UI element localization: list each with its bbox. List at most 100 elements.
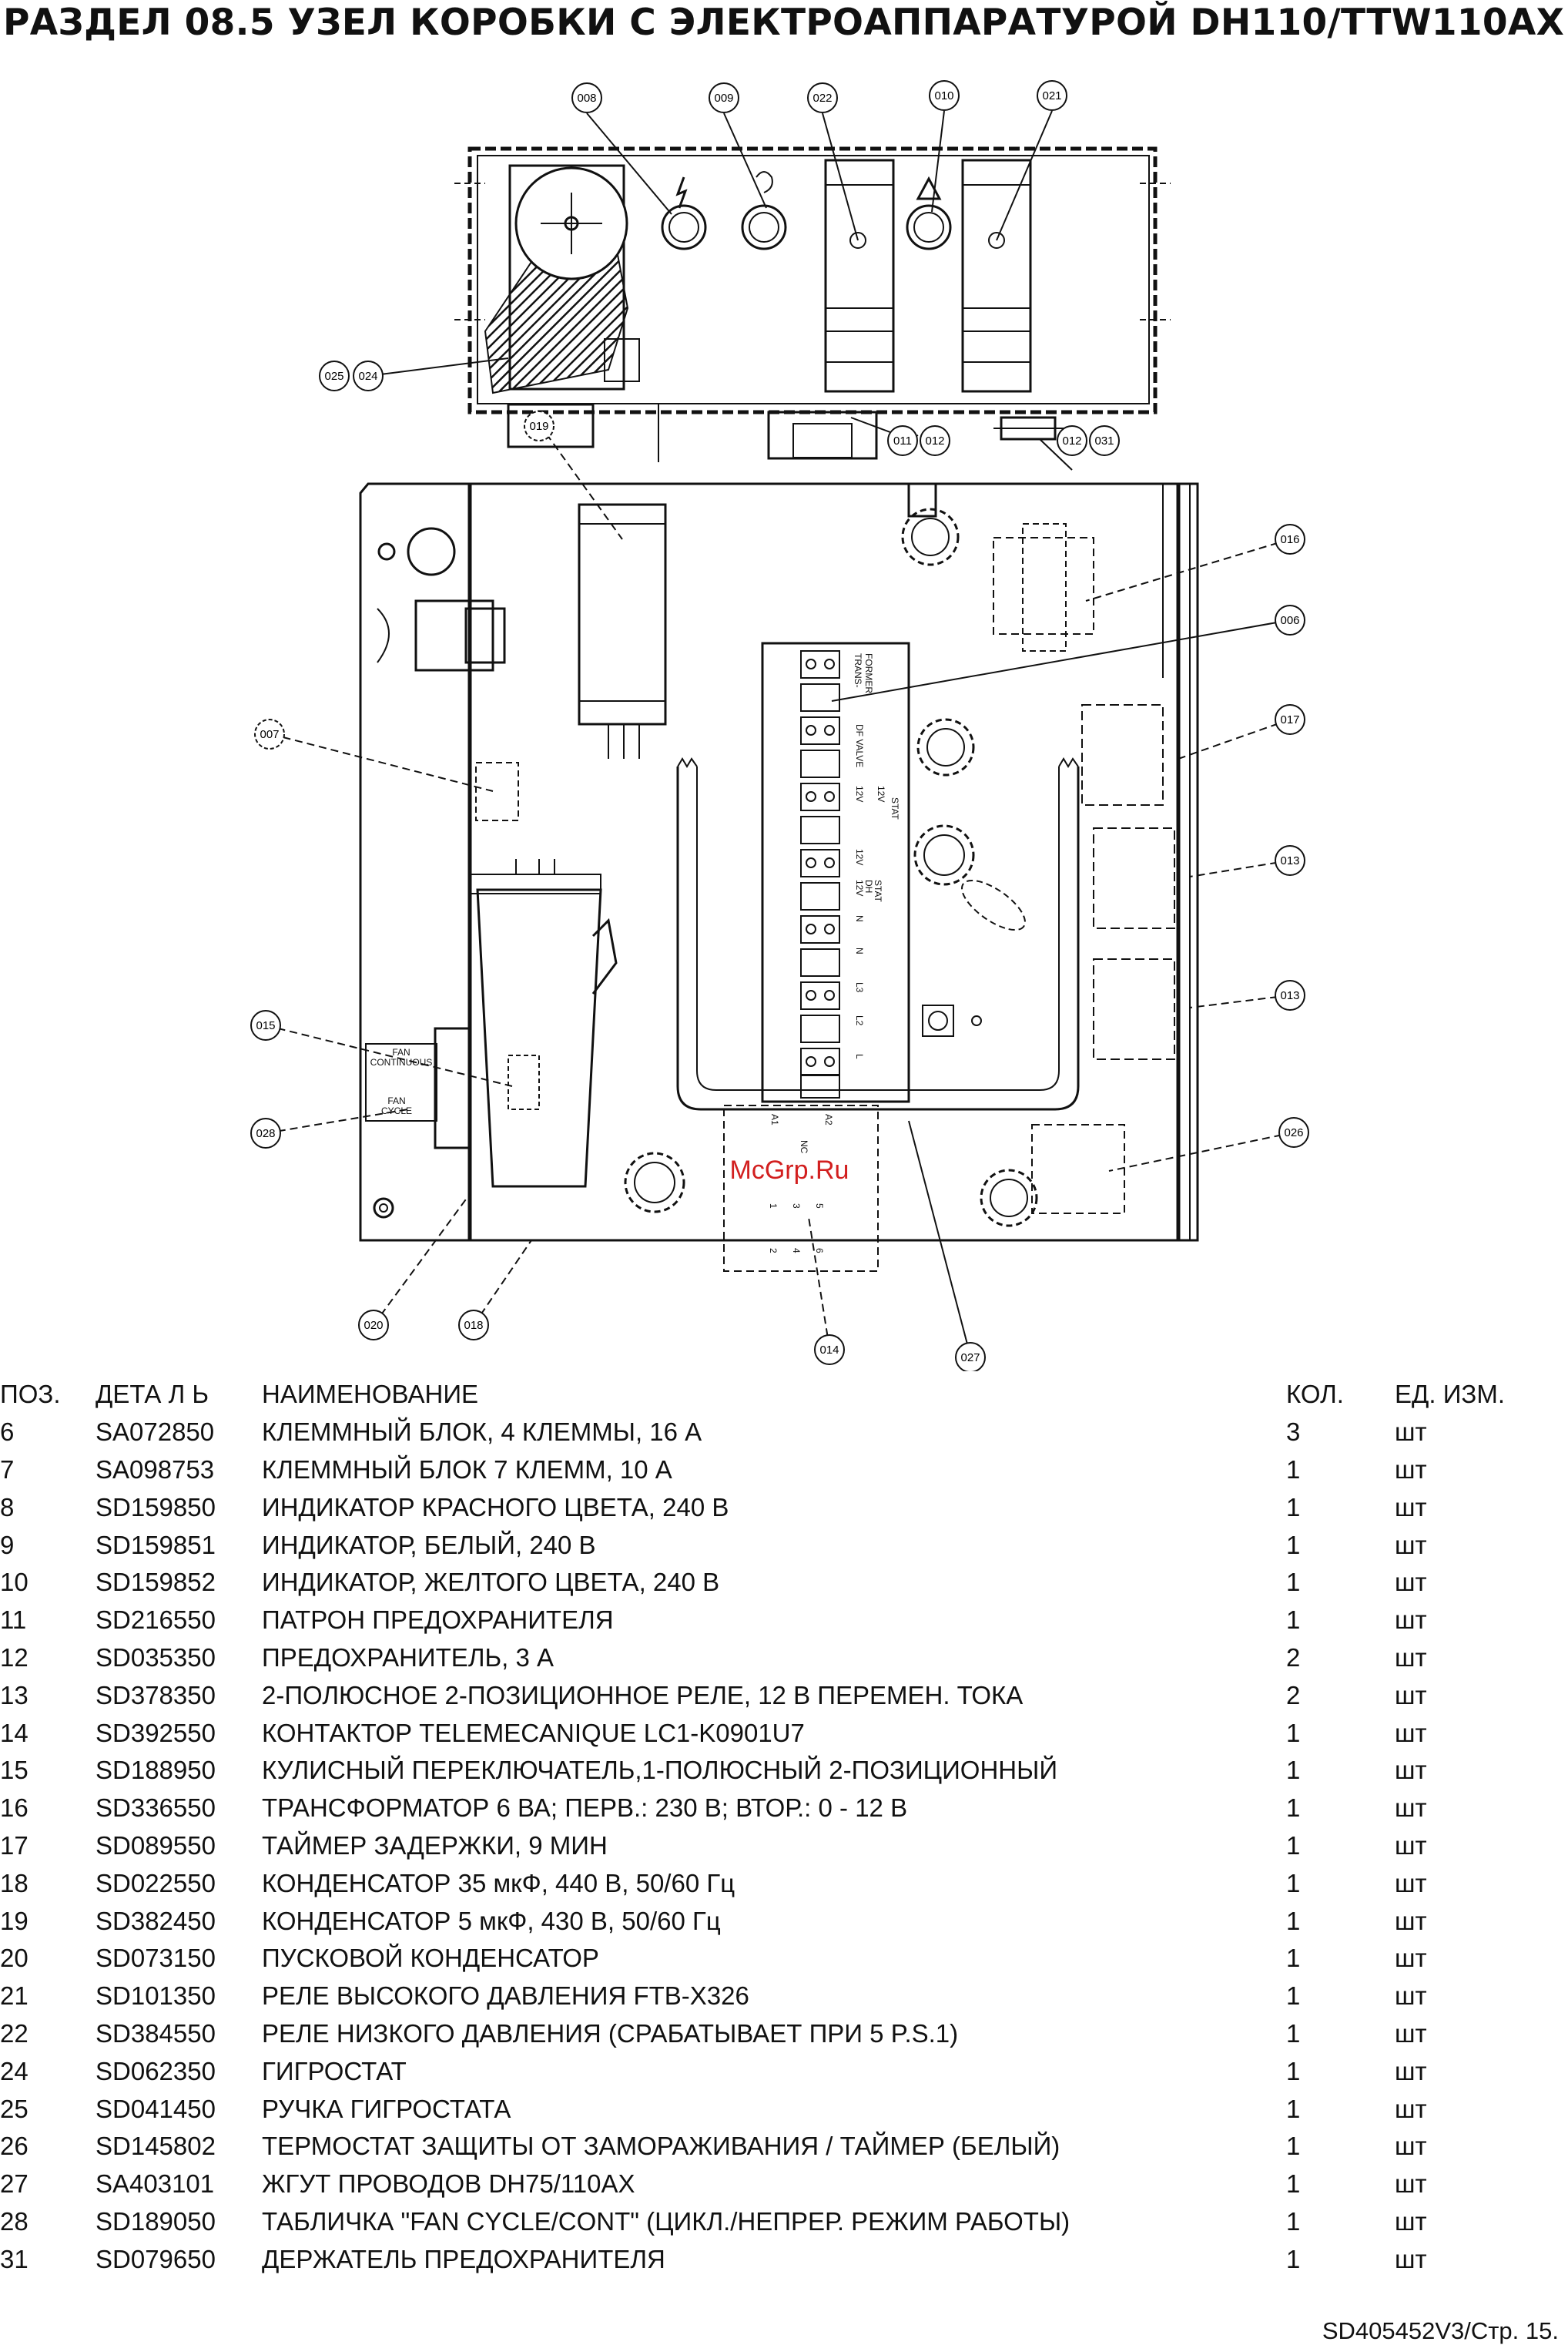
svg-text:4: 4	[791, 1248, 802, 1253]
header-qty: КОЛ.	[1286, 1380, 1344, 1409]
cell-pos: 8	[0, 1492, 15, 1521]
cell-part: SD079650	[95, 2244, 216, 2273]
cell-part: SD022550	[95, 1868, 216, 1897]
cell-pos: 17	[0, 1830, 28, 1860]
svg-text:011: 011	[893, 434, 912, 448]
cell-name: ИНДИКАТОР, ЖЕЛТОГО ЦВЕТА, 240 В	[262, 1568, 720, 1597]
svg-text:008: 008	[577, 92, 596, 105]
cell-name: КУЛИСНЫЙ ПЕРЕКЛЮЧАТЕЛЬ,1-ПОЛЮСНЫЙ 2-ПОЗИ…	[262, 1756, 1058, 1785]
callout-013-b: 013	[1275, 980, 1305, 1011]
svg-text:012: 012	[1062, 434, 1081, 448]
cell-part: SD216550	[95, 1605, 216, 1635]
cell-name: КОНТАКТОР TELEMECANIQUE LC1-K0901U7	[262, 1718, 805, 1747]
callout-015: 015	[250, 1010, 281, 1041]
svg-text:N: N	[854, 948, 865, 954]
cell-pos: 12	[0, 1642, 28, 1672]
callout-006: 006	[1275, 605, 1305, 636]
callout-020: 020	[358, 1310, 389, 1340]
cell-name: ПАТРОН ПРЕДОХРАНИТЕЛЯ	[262, 1605, 614, 1635]
cell-pos: 28	[0, 2206, 28, 2236]
cell-unit: шт	[1395, 2132, 1427, 2161]
cell-name: КЛЕММНЫЙ БЛОК, 4 КЛЕММЫ, 16 А	[262, 1417, 702, 1447]
cell-part: SD035350	[95, 1642, 216, 1672]
svg-text:12V: 12V	[854, 849, 865, 865]
callout-019: 019	[524, 411, 554, 441]
svg-text:5: 5	[814, 1203, 825, 1209]
svg-text:12V: 12V	[876, 786, 886, 802]
callouts: 008 009 022 010 021 025 024 019	[250, 80, 1309, 1371]
cell-part: SD189050	[95, 2206, 216, 2236]
cell-pos: 7	[0, 1454, 15, 1484]
cell-name: РЕЛЕ НИЗКОГО ДАВЛЕНИЯ (СРАБАТЫВАЕТ ПРИ 5…	[262, 2018, 959, 2048]
cell-name: ТРАНСФОРМАТОР 6 ВА; ПЕРВ.: 230 В; ВТОР.:…	[262, 1793, 908, 1823]
cell-unit: шт	[1395, 2206, 1427, 2236]
svg-text:A2: A2	[823, 1114, 834, 1126]
table-header-row: ПОЗ. ДЕТА Л Ь НАИМЕНОВАНИЕ КОЛ. ЕД. ИЗМ.	[0, 1376, 1568, 1414]
cell-qty: 1	[1286, 2206, 1301, 2236]
header-part: ДЕТА Л Ь	[95, 1380, 209, 1409]
cell-unit: шт	[1395, 1454, 1427, 1484]
svg-text:010: 010	[934, 89, 953, 102]
cell-qty: 1	[1286, 1605, 1301, 1635]
cell-qty: 3	[1286, 1417, 1301, 1447]
svg-text:FAN: FAN	[387, 1095, 405, 1106]
cell-unit: шт	[1395, 1944, 1427, 1973]
relay-2	[1093, 958, 1175, 1060]
svg-text:2: 2	[768, 1248, 779, 1253]
cell-unit: шт	[1395, 1680, 1427, 1709]
cell-unit: шт	[1395, 1756, 1427, 1785]
svg-text:027: 027	[960, 1351, 980, 1364]
red-indicator	[661, 204, 707, 250]
cell-qty: 1	[1286, 1568, 1301, 1597]
header-unit: ЕД. ИЗМ.	[1395, 1380, 1506, 1409]
svg-text:019: 019	[529, 420, 548, 433]
callout-027: 027	[955, 1342, 986, 1371]
callout-031: 031	[1089, 425, 1120, 456]
cell-part: SD159852	[95, 1568, 216, 1597]
svg-text:009: 009	[714, 92, 733, 105]
cell-pos: 9	[0, 1530, 15, 1559]
mounting-plate	[359, 482, 1199, 1272]
svg-text:STAT: STAT	[873, 880, 883, 903]
delay-timer	[1081, 704, 1164, 806]
svg-text:NC: NC	[799, 1140, 809, 1154]
cell-name: ПРЕДОХРАНИТЕЛЬ, 3 А	[262, 1642, 554, 1672]
cell-qty: 1	[1286, 2018, 1301, 2048]
cell-pos: 31	[0, 2244, 28, 2273]
terminal-block	[761, 642, 910, 1103]
transformer	[993, 537, 1094, 635]
callout-022: 022	[807, 82, 838, 113]
cell-pos: 20	[0, 1944, 28, 1973]
svg-text:022: 022	[812, 92, 832, 105]
cell-name: КЛЕММНЫЙ БЛОК 7 КЛЕММ, 10 А	[262, 1454, 672, 1484]
cell-pos: 25	[0, 2094, 28, 2123]
callout-012-b: 012	[1057, 425, 1087, 456]
cell-name: РУЧКА ГИГРОСТАТА	[262, 2094, 511, 2123]
yellow-indicator	[906, 204, 952, 250]
page-title: РАЗДЕЛ 08.5 УЗЕЛ КОРОБКИ С ЭЛЕКТРОАППАРА…	[3, 2, 1565, 44]
svg-text:6: 6	[814, 1248, 825, 1253]
callout-021: 021	[1037, 80, 1067, 111]
table-row: 28 SD189050 ТАБЛИЧКА "FAN CYCLE/CONT" (ЦИК…	[0, 2203, 1568, 2241]
svg-text:012: 012	[925, 434, 944, 448]
cell-pos: 11	[0, 1605, 27, 1635]
cell-pos: 16	[0, 1793, 28, 1823]
cell-name: ТАБЛИЧКА "FAN CYCLE/CONT" (ЦИКЛ./НЕПРЕР.…	[262, 2206, 1070, 2236]
cell-qty: 1	[1286, 1944, 1301, 1973]
callout-012-a: 012	[920, 425, 950, 456]
cell-qty: 1	[1286, 2169, 1301, 2199]
cell-qty: 2	[1286, 1680, 1301, 1709]
cell-unit: шт	[1395, 2018, 1427, 2048]
terminal-labels: TRANS- FORMER DF VALVE 12V 12V STAT 12V …	[853, 653, 900, 1059]
cell-qty: 1	[1286, 1868, 1301, 1897]
header-name: НАИМЕНОВАНИЕ	[262, 1380, 479, 1409]
